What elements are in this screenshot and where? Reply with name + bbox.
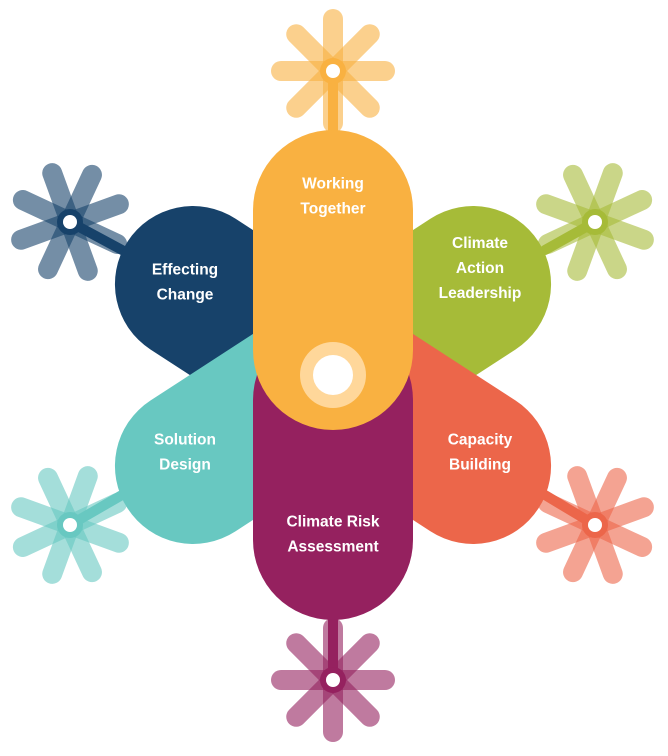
petal-capsule [253,130,413,430]
center-node [300,342,366,408]
